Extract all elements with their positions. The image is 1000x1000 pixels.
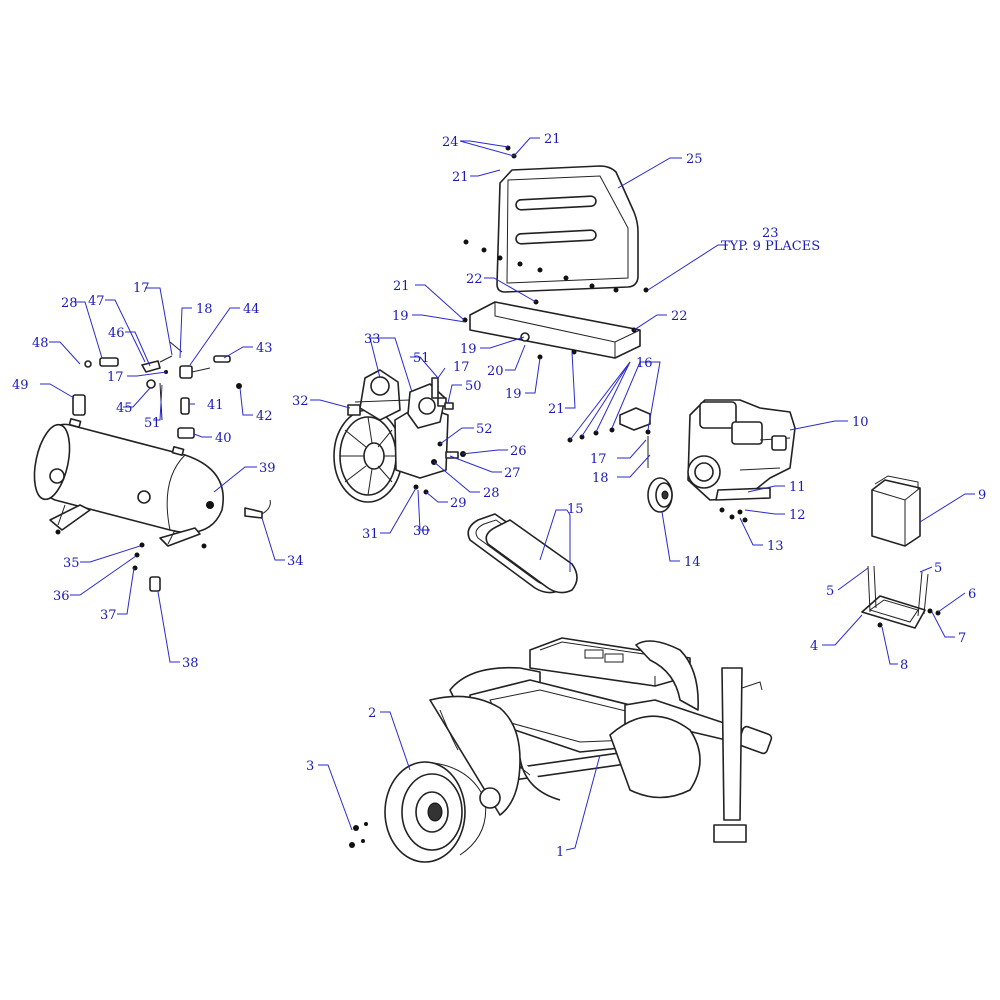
callout-21-left: 21	[452, 170, 469, 185]
callout-17-engine: 17	[590, 452, 607, 467]
callout-48: 48	[32, 336, 49, 351]
guard-bracket	[462, 299, 641, 360]
callout-17-pump: 17	[453, 360, 470, 375]
callout-17-tank-top: 17	[133, 281, 150, 296]
callout-37: 37	[100, 608, 117, 623]
battery-box	[871, 475, 921, 547]
callout-2: 2	[368, 706, 376, 721]
callout-52: 52	[476, 422, 493, 437]
callout-49: 49	[12, 378, 29, 393]
callout-41: 41	[207, 398, 224, 413]
callout-45: 45	[116, 401, 133, 416]
tank-top-fittings	[72, 341, 242, 439]
callout-44: 44	[243, 302, 260, 317]
callout-9: 9	[978, 488, 986, 503]
callout-4: 4	[810, 639, 818, 654]
callout-11: 11	[789, 480, 806, 495]
callout-16: 16	[636, 356, 653, 371]
callout-36: 36	[53, 589, 70, 604]
compressor-pump	[333, 369, 466, 503]
callout-25: 25	[686, 152, 703, 167]
callout-23-note: TYP. 9 PLACES	[721, 239, 820, 254]
callout-17-tank-left: 17	[107, 370, 124, 385]
callout-20: 20	[487, 364, 504, 379]
callout-18-tank: 18	[196, 302, 213, 317]
callout-40: 40	[215, 431, 232, 446]
belt-guard	[496, 165, 639, 293]
callout-12: 12	[789, 508, 806, 523]
callout-35: 35	[63, 556, 80, 571]
air-tank	[33, 418, 224, 547]
callout-28-pump: 28	[483, 486, 500, 501]
callout-39: 39	[259, 461, 276, 476]
v-belts	[467, 513, 578, 594]
callout-29: 29	[450, 496, 467, 511]
callout-8: 8	[900, 658, 908, 673]
callout-43: 43	[256, 341, 273, 356]
callout-51-tank: 51	[144, 416, 161, 431]
trailer-wheel	[349, 695, 521, 863]
callout-26: 26	[510, 444, 527, 459]
gas-engine	[687, 399, 796, 523]
callout-28-tank: 28	[61, 296, 78, 311]
engine-pulley	[647, 477, 673, 513]
callout-32: 32	[292, 394, 309, 409]
battery-tray	[861, 565, 941, 629]
leader-lines	[40, 137, 975, 851]
callout-21-top: 21	[544, 132, 561, 147]
callout-10: 10	[852, 415, 869, 430]
callout-3: 3	[306, 759, 314, 774]
callout-18-engine: 18	[592, 471, 609, 486]
callout-labels: 1 2 3 4 5 5 6 7 8 9 10 11 12 13 14 15 16…	[12, 132, 986, 860]
callout-30: 30	[413, 524, 430, 539]
callout-47: 47	[88, 294, 105, 309]
trailer-frame	[449, 637, 773, 843]
callout-31: 31	[362, 527, 379, 542]
callout-19-top: 19	[392, 309, 409, 324]
callout-5-right: 5	[934, 561, 942, 576]
callout-22-top: 22	[466, 272, 483, 287]
callout-21-bottom: 21	[548, 402, 565, 417]
callout-14: 14	[684, 555, 701, 570]
callout-21-bracket: 21	[393, 279, 410, 294]
callout-19-mid: 19	[460, 342, 477, 357]
callout-1: 1	[556, 845, 564, 860]
callout-38: 38	[182, 656, 199, 671]
callout-7: 7	[958, 631, 966, 646]
callout-27: 27	[504, 466, 521, 481]
callout-22-right: 22	[671, 309, 688, 324]
callout-34: 34	[287, 554, 304, 569]
callout-33: 33	[364, 332, 381, 347]
callout-51-pump: 51	[413, 351, 430, 366]
callout-5-left: 5	[826, 584, 834, 599]
engine-mount-bolts	[567, 407, 651, 468]
callout-19-low: 19	[505, 387, 522, 402]
callout-23: 23	[762, 226, 779, 241]
callout-24: 24	[442, 135, 459, 150]
callout-15: 15	[567, 502, 584, 517]
callout-46: 46	[108, 326, 125, 341]
callout-42: 42	[256, 409, 273, 424]
callout-13: 13	[767, 539, 784, 554]
callout-50: 50	[465, 379, 482, 394]
callout-6: 6	[968, 587, 976, 602]
